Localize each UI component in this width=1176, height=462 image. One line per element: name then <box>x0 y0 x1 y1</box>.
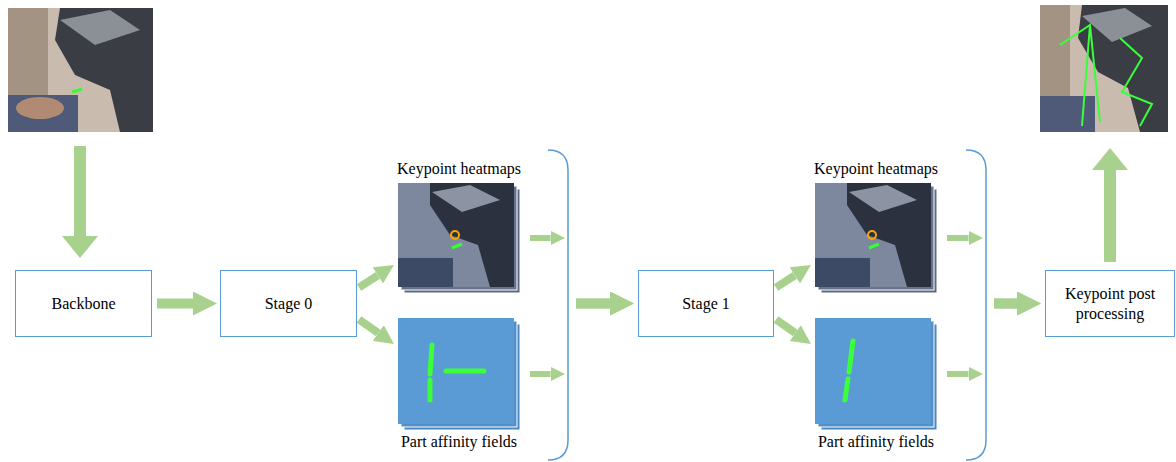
map-label: Part affinity fields <box>399 432 519 451</box>
arrow-segment <box>947 371 969 377</box>
feature-map-stack: Part affinity fields <box>815 318 937 430</box>
process-box: Stage 1 <box>638 270 774 337</box>
flow-arrow <box>776 320 795 333</box>
input-photo <box>8 8 153 132</box>
map-label: Keypoint heatmaps <box>812 159 940 178</box>
box-label: Stage 1 <box>682 294 730 313</box>
output-photo <box>1040 5 1168 132</box>
flow-arrow <box>157 303 193 304</box>
arrow-segment <box>530 235 551 241</box>
flow-arrow <box>776 275 795 287</box>
arrow-segment <box>947 235 969 241</box>
flow-arrow <box>947 238 1017 304</box>
heatmap-illustration <box>815 183 937 293</box>
heatmap-illustration <box>398 183 520 293</box>
box-label: Backbone <box>52 294 116 313</box>
arrow-segment <box>157 299 193 309</box>
arrow-segment <box>776 275 795 287</box>
input-arrow <box>62 146 98 258</box>
flow-arrow <box>359 275 378 287</box>
arrow-segment <box>359 320 378 333</box>
output-arrow <box>1092 148 1128 262</box>
flow-arrow <box>530 238 610 304</box>
arrow-segment <box>776 320 795 333</box>
flow-arrow <box>530 304 610 375</box>
flow-arrow <box>947 304 1017 375</box>
process-box: Keypoint post processing <box>1045 270 1175 337</box>
arrow-segment <box>530 371 551 377</box>
map-label: Part affinity fields <box>816 432 936 451</box>
process-box: Stage 0 <box>220 270 357 337</box>
feature-map-stack: Keypoint heatmaps <box>815 183 937 293</box>
feature-map-stack: Keypoint heatmaps <box>398 183 520 293</box>
box-label: Stage 0 <box>265 294 313 313</box>
merge-bracket <box>548 150 568 460</box>
flow-arrow <box>359 320 378 333</box>
arrow-segment <box>576 299 610 309</box>
arrow-segment <box>359 275 378 287</box>
merge-bracket <box>966 150 986 460</box>
paf-illustration <box>398 318 520 430</box>
arrow-segment <box>994 299 1017 309</box>
process-box: Backbone <box>15 270 152 337</box>
arrow-segment <box>994 299 1017 309</box>
box-label: Keypoint post processing <box>1052 284 1168 322</box>
paf-illustration <box>815 318 937 430</box>
arrow-segment <box>576 299 610 309</box>
map-label: Keypoint heatmaps <box>395 159 523 178</box>
feature-map-stack: Part affinity fields <box>398 318 520 430</box>
